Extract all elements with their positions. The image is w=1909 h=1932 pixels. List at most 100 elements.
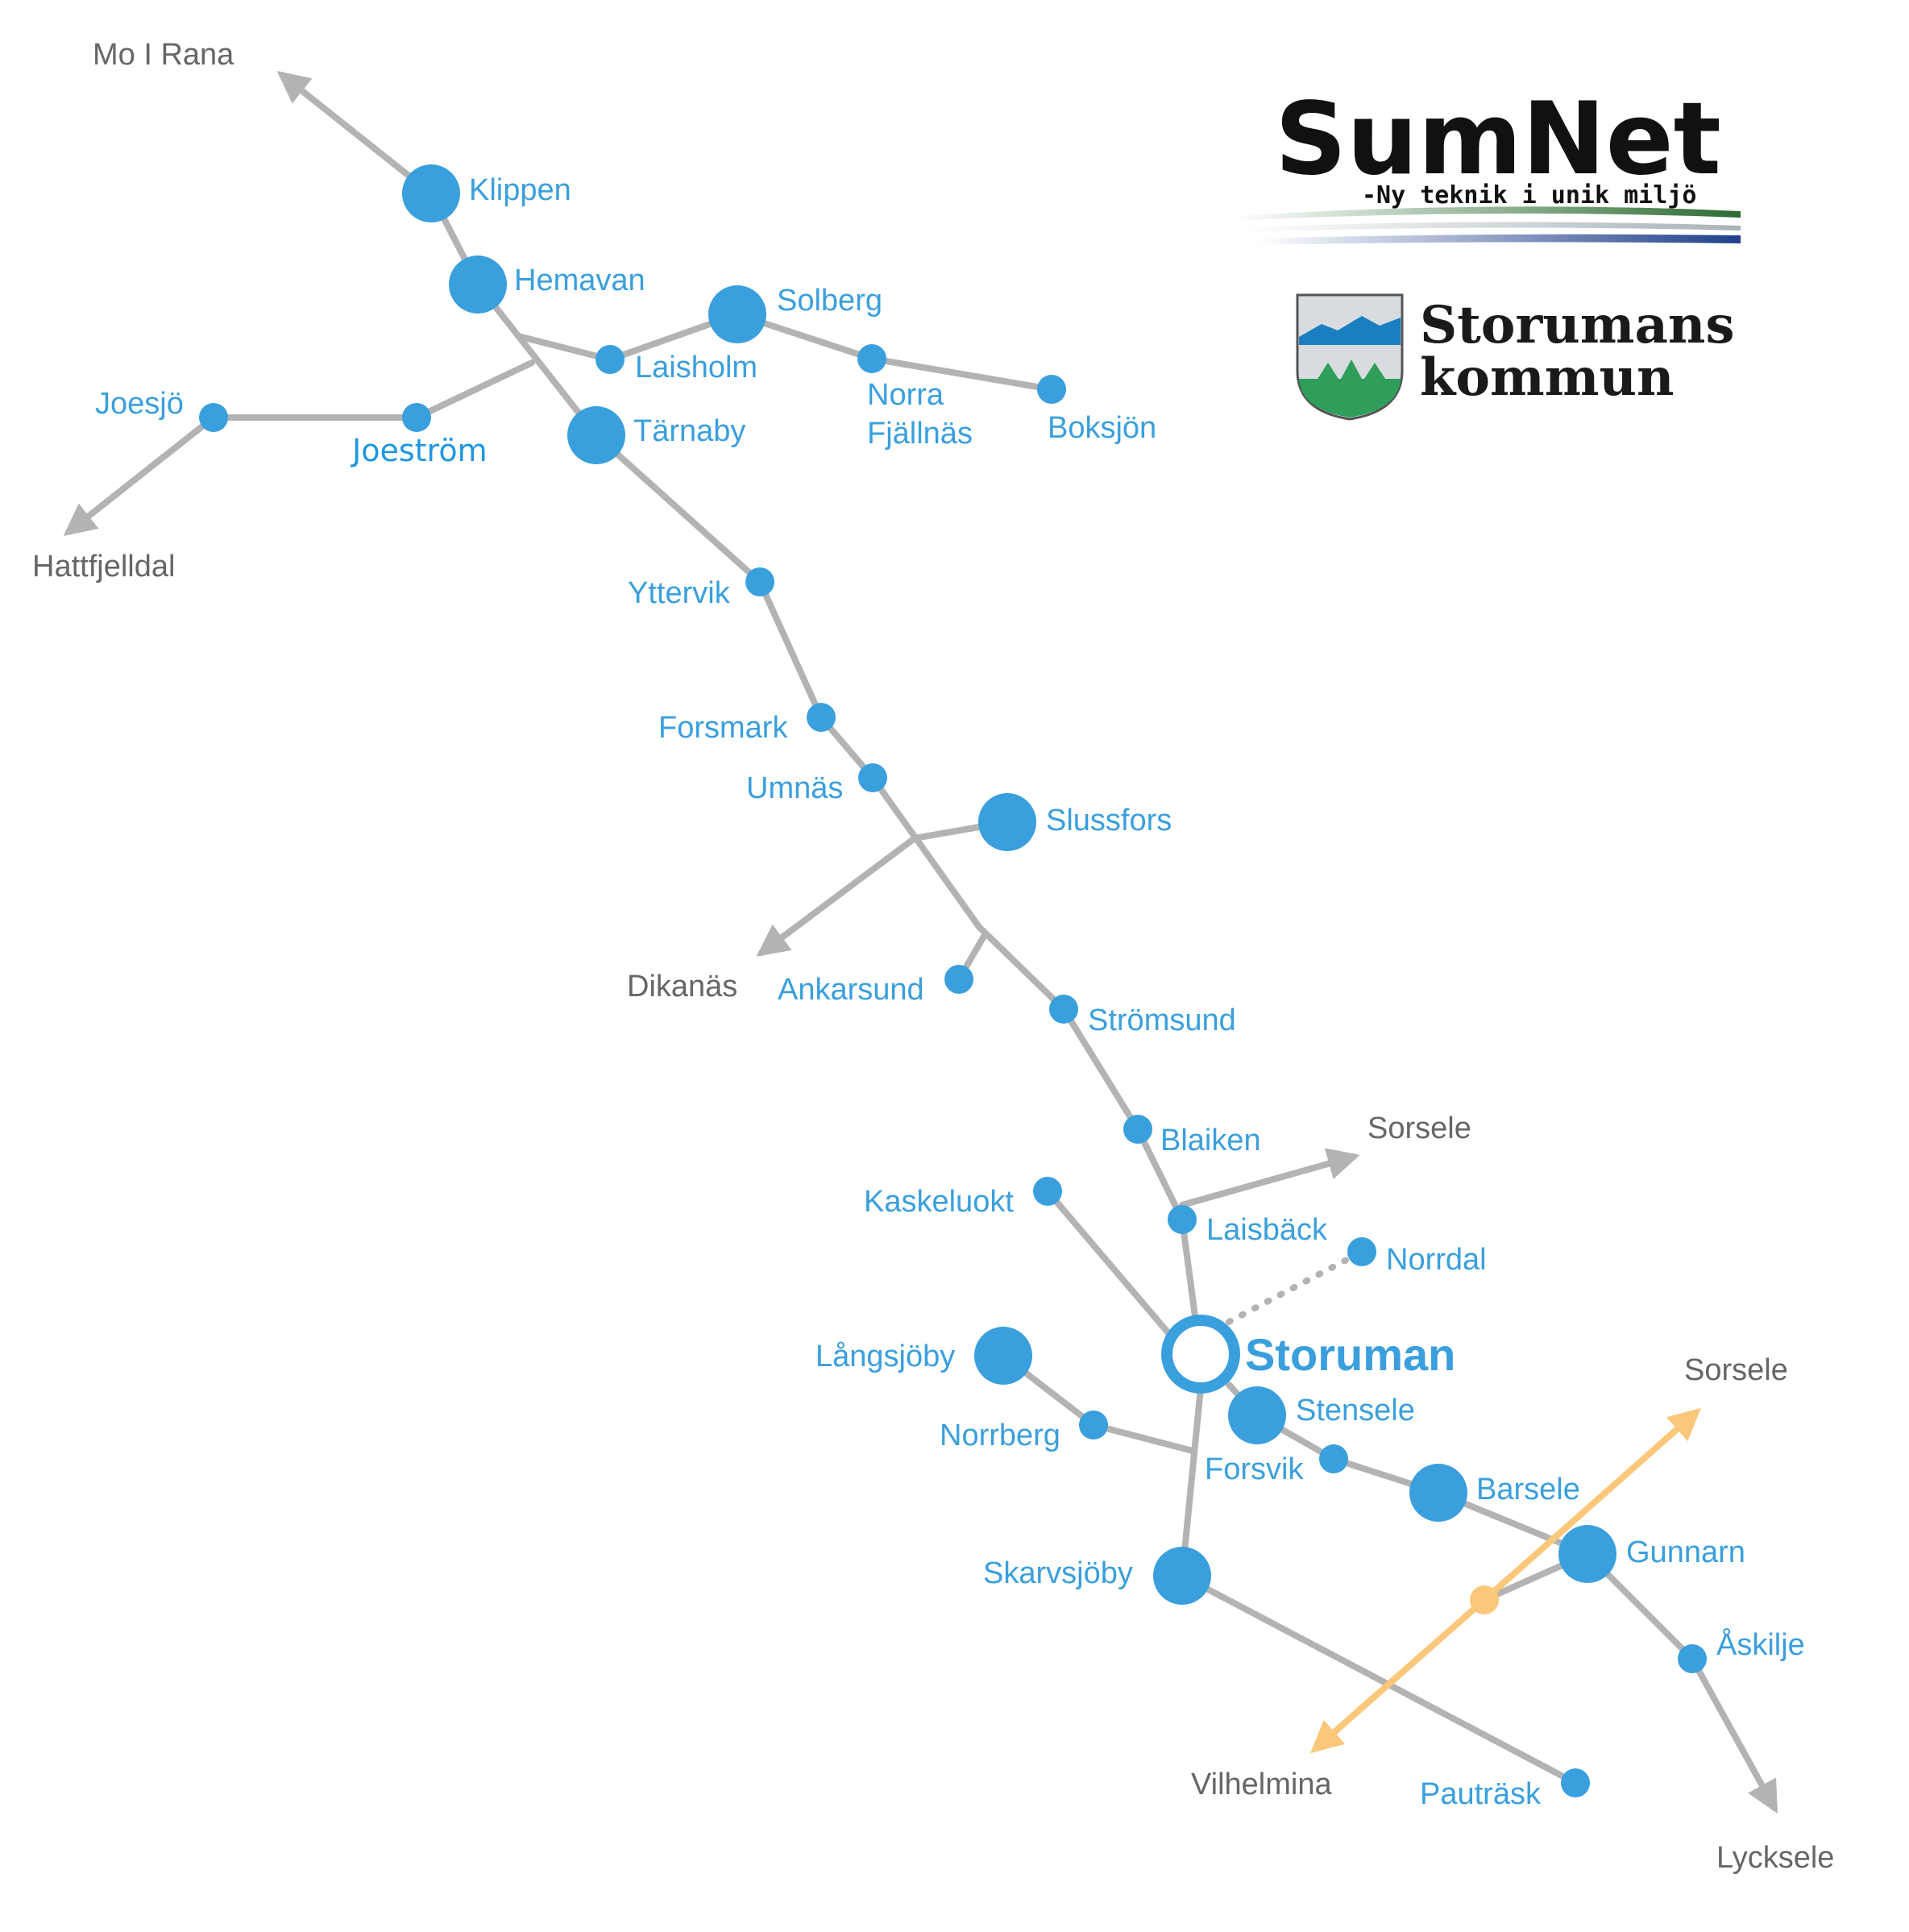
label-yttervik: Yttervik xyxy=(628,576,731,610)
label-sorsele-east: Sorsele xyxy=(1684,1353,1788,1387)
alt-route-line-south xyxy=(1309,1597,1487,1754)
label-stensele: Stensele xyxy=(1296,1394,1415,1427)
label-norra: Norra xyxy=(867,378,944,412)
coat-of-arms-icon xyxy=(1296,293,1404,421)
node-forsvik[interactable] xyxy=(1319,1444,1348,1473)
node-hemavan[interactable] xyxy=(449,256,507,314)
route-branch-laisholm xyxy=(515,333,613,363)
route-laisback-storuman xyxy=(1179,1216,1200,1332)
node-boksjon[interactable] xyxy=(1037,375,1066,404)
route-branch-joestrom xyxy=(413,359,535,421)
label-hemavan: Hemavan xyxy=(514,264,645,297)
route-laisback-sorsele xyxy=(1179,1148,1360,1208)
route-umnas-junction xyxy=(869,775,982,930)
node-skarvsjoby[interactable] xyxy=(1153,1547,1211,1605)
route-norra-fjallnas-boksjon xyxy=(869,355,1055,393)
route-junction-stromsund xyxy=(976,924,1067,1012)
node-laisholm[interactable] xyxy=(596,345,625,374)
label-ankarsund: Ankarsund xyxy=(778,973,924,1007)
route-tarnaby-yttervik xyxy=(593,432,763,585)
kommun-name-line1: Storumans xyxy=(1420,295,1734,355)
route-stromsund-blaiken xyxy=(1060,1006,1141,1132)
label-barsele: Barsele xyxy=(1476,1473,1580,1506)
label-norrberg: Norrberg xyxy=(940,1419,1060,1452)
node-kaskeluokt[interactable] xyxy=(1033,1177,1062,1206)
label-sorsele-north: Sorsele xyxy=(1367,1111,1471,1145)
label-stromsund: Strömsund xyxy=(1088,1003,1236,1037)
label-forsvik: Forsvik xyxy=(1205,1452,1304,1486)
label-gunnarn: Gunnarn xyxy=(1626,1535,1745,1569)
node-norrberg[interactable] xyxy=(1079,1411,1108,1440)
sumnet-tagline: -Ny teknik i unik miljö xyxy=(1362,181,1696,210)
sumnet-swoosh-green xyxy=(1233,206,1741,221)
label-umnas: Umnäs xyxy=(746,771,843,805)
node-laisback[interactable] xyxy=(1168,1205,1197,1234)
sumnet-swoosh-grey xyxy=(1245,222,1741,232)
label-tarnaby: Tärnaby xyxy=(633,414,745,448)
node-klippen[interactable] xyxy=(402,164,460,222)
node-blaiken[interactable] xyxy=(1123,1115,1152,1144)
node-stromsund[interactable] xyxy=(1049,995,1078,1024)
label-storuman: Storuman xyxy=(1245,1329,1455,1380)
label-hattfjelldal: Hattfjelldal xyxy=(32,550,175,584)
node-norrdal[interactable] xyxy=(1347,1237,1376,1266)
sumnet-logo: SumNet -Ny teknik i unik miljö xyxy=(1233,81,1741,245)
route-storuman-skarvsjoby xyxy=(1179,1385,1204,1579)
label-norrdal: Norrdal xyxy=(1386,1243,1487,1277)
route-joesjo-hattfjelldal xyxy=(63,414,217,536)
kommun-name-line2: kommun xyxy=(1420,347,1675,408)
node-solberg[interactable] xyxy=(708,285,766,343)
node-tarnaby[interactable] xyxy=(567,406,625,464)
node-yttervik[interactable] xyxy=(745,567,774,596)
node-stensele[interactable] xyxy=(1228,1386,1286,1444)
node-pautrask[interactable] xyxy=(1561,1768,1590,1797)
node-barsele[interactable] xyxy=(1409,1464,1467,1522)
label-dikanas: Dikanäs xyxy=(627,970,737,1003)
node-labels: Klippen Hemavan Solberg Laisholm Norra F… xyxy=(95,173,1805,1811)
route-kaskeluokt-storuman xyxy=(1044,1188,1181,1348)
route-branch-dikanas xyxy=(756,835,918,957)
route-blaiken-laisback xyxy=(1135,1126,1185,1223)
label-forsmark: Forsmark xyxy=(658,711,788,745)
label-mo-i-rana: Mo I Rana xyxy=(93,38,234,72)
external-labels: Mo I Rana Hattfjelldal Dikanäs Sorsele S… xyxy=(32,38,1834,1875)
route-askilje-lycksele xyxy=(1689,1656,1778,1814)
sumnet-swoosh-blue xyxy=(1257,234,1741,245)
node-ankarsund[interactable] xyxy=(944,965,973,994)
label-pautrask: Pauträsk xyxy=(1420,1777,1542,1811)
route-yttervik-forsmark xyxy=(757,579,824,721)
label-lycksele: Lycksele xyxy=(1716,1841,1834,1875)
label-joesjo: Joesjö xyxy=(95,387,184,421)
label-joestrom: Joeström xyxy=(351,433,488,468)
node-norra-fjallnas[interactable] xyxy=(857,344,886,373)
label-fjallnas: Fjällnäs xyxy=(867,417,973,451)
label-askilje: Åskilje xyxy=(1716,1627,1805,1662)
route-branch-norrberg xyxy=(1090,1422,1196,1454)
node-joesjo[interactable] xyxy=(199,403,228,432)
hub-storuman[interactable] xyxy=(1161,1315,1240,1394)
label-skarvsjoby: Skarvsjöby xyxy=(983,1556,1133,1590)
node-joestrom[interactable] xyxy=(402,403,431,432)
label-laisholm: Laisholm xyxy=(635,351,757,384)
route-hemavan-tarnaby xyxy=(475,281,600,438)
label-blaiken: Blaiken xyxy=(1160,1124,1261,1157)
label-vilhelmina: Vilhelmina xyxy=(1191,1768,1332,1801)
label-slussfors: Slussfors xyxy=(1046,804,1172,837)
network-nodes xyxy=(199,164,1707,1797)
node-slussfors[interactable] xyxy=(978,793,1036,851)
label-solberg: Solberg xyxy=(777,284,882,318)
node-askilje[interactable] xyxy=(1678,1644,1707,1673)
label-kaskeluokt: Kaskeluokt xyxy=(864,1185,1014,1219)
node-umnas[interactable] xyxy=(858,763,887,792)
alt-route-line xyxy=(1482,1407,1701,1602)
alt-route-junction xyxy=(1470,1585,1499,1614)
alt-route xyxy=(1309,1407,1701,1754)
node-langsjoby[interactable] xyxy=(974,1327,1032,1385)
label-boksjon: Boksjön xyxy=(1048,411,1156,445)
node-gunnarn[interactable] xyxy=(1558,1525,1616,1583)
label-laisback: Laisbäck xyxy=(1206,1213,1328,1247)
route-storuman-norrdal-planned xyxy=(1226,1249,1365,1325)
node-forsmark[interactable] xyxy=(807,703,836,732)
route-skarvsjoby-pautrask xyxy=(1179,1573,1579,1786)
